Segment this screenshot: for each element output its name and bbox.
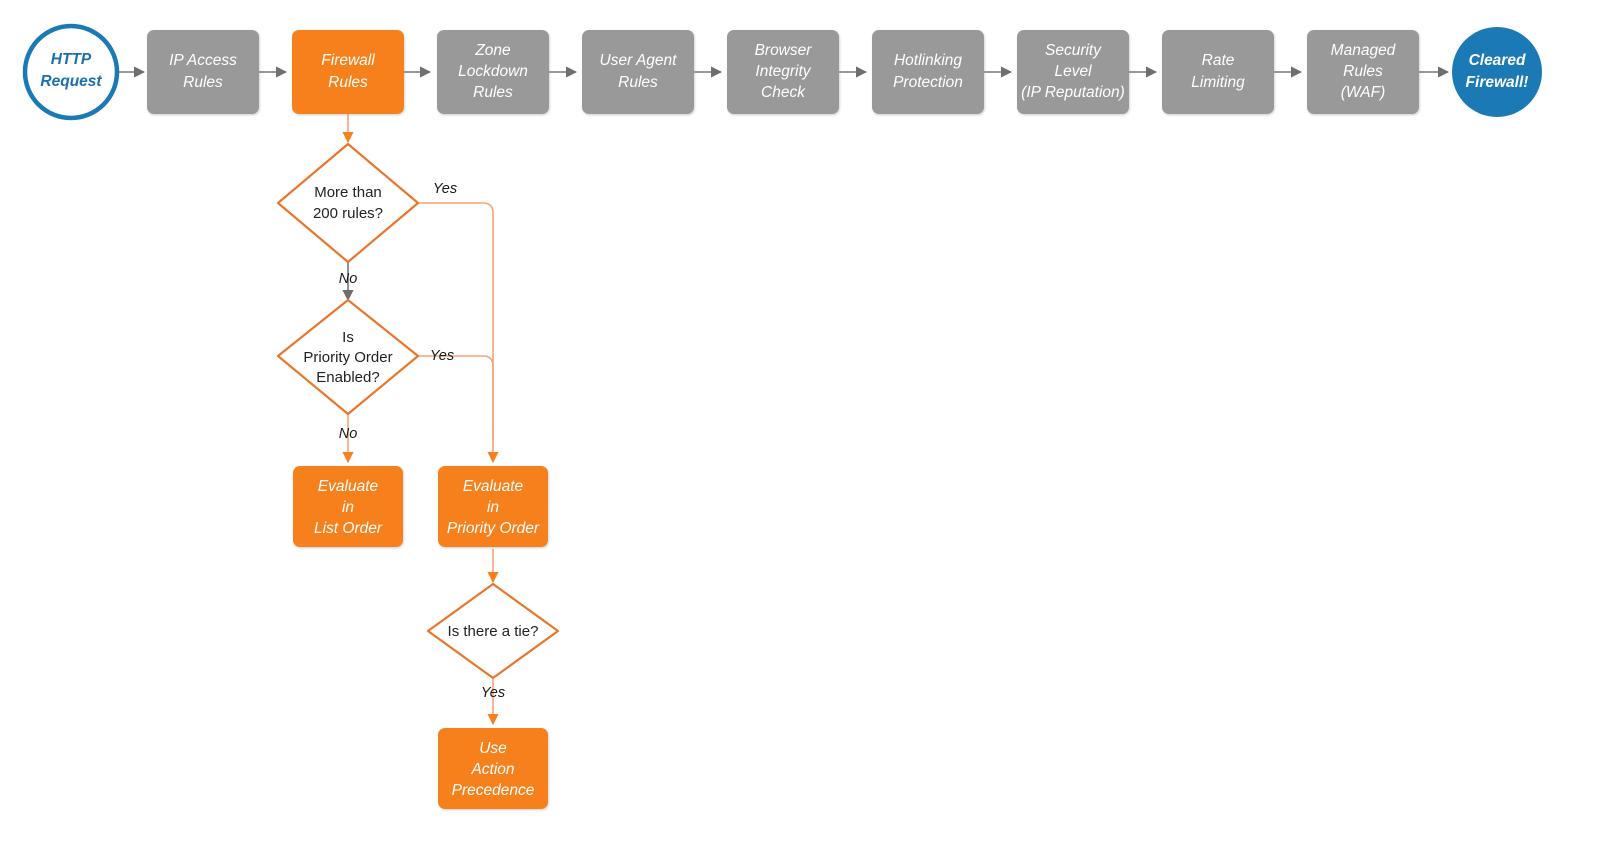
http-request-circle: [22, 23, 120, 121]
edge-label-decision1-yes: Yes: [433, 181, 457, 197]
node-decision-more-than-200-rules[interactable]: More than 200 rules?: [276, 142, 420, 264]
node-browser-integrity-check[interactable]: Browser Integrity Check: [727, 30, 839, 114]
priority-order-enabled-diamond: [276, 298, 420, 416]
node-rate-limiting[interactable]: Rate Limiting: [1162, 30, 1274, 114]
node-hotlinking-protection[interactable]: Hotlinking Protection: [872, 30, 984, 114]
node-use-action-precedence[interactable]: Use Action Precedence: [438, 728, 548, 809]
node-http-request[interactable]: HTTP Request: [22, 23, 120, 121]
node-evaluate-list-order[interactable]: Evaluate in List Order: [293, 466, 403, 547]
managed-rules-waf-box: [1307, 30, 1419, 114]
ip-access-rules-box: [147, 30, 259, 114]
node-managed-rules-waf[interactable]: Managed Rules (WAF): [1307, 30, 1419, 114]
more-than-200-rules-diamond: [276, 142, 420, 264]
evaluate-priority-order-box: [438, 466, 548, 547]
is-there-a-tie-diamond: [426, 582, 560, 680]
use-action-precedence-box: [438, 728, 548, 809]
firewall-rules-box: [292, 30, 404, 114]
user-agent-rules-box: [582, 30, 694, 114]
cleared-firewall-circle: [1452, 27, 1542, 117]
connector-decision1-yes-to-priority-order: [418, 202, 499, 464]
node-decision-priority-order-enabled[interactable]: Is Priority Order Enabled?: [276, 298, 420, 416]
node-user-agent-rules[interactable]: User Agent Rules: [582, 30, 694, 114]
security-level-box: [1017, 30, 1129, 114]
node-security-level[interactable]: Security Level (IP Reputation): [1017, 30, 1129, 114]
zone-lockdown-rules-box: [437, 30, 549, 114]
node-decision-is-there-a-tie[interactable]: Is there a tie?: [426, 582, 560, 680]
hotlinking-protection-box: [872, 30, 984, 114]
rate-limiting-box: [1162, 30, 1274, 114]
evaluate-list-order-box: [293, 466, 403, 547]
node-zone-lockdown-rules[interactable]: Zone Lockdown Rules: [437, 30, 549, 114]
browser-integrity-check-box: [727, 30, 839, 114]
node-cleared-firewall[interactable]: Cleared Firewall!: [1452, 27, 1542, 117]
node-firewall-rules[interactable]: Firewall Rules: [292, 30, 404, 114]
connector-decision2-yes-to-priority-order: [418, 355, 494, 440]
node-ip-access-rules[interactable]: IP Access Rules: [147, 30, 259, 114]
node-evaluate-priority-order[interactable]: Evaluate in Priority Order: [438, 466, 548, 547]
